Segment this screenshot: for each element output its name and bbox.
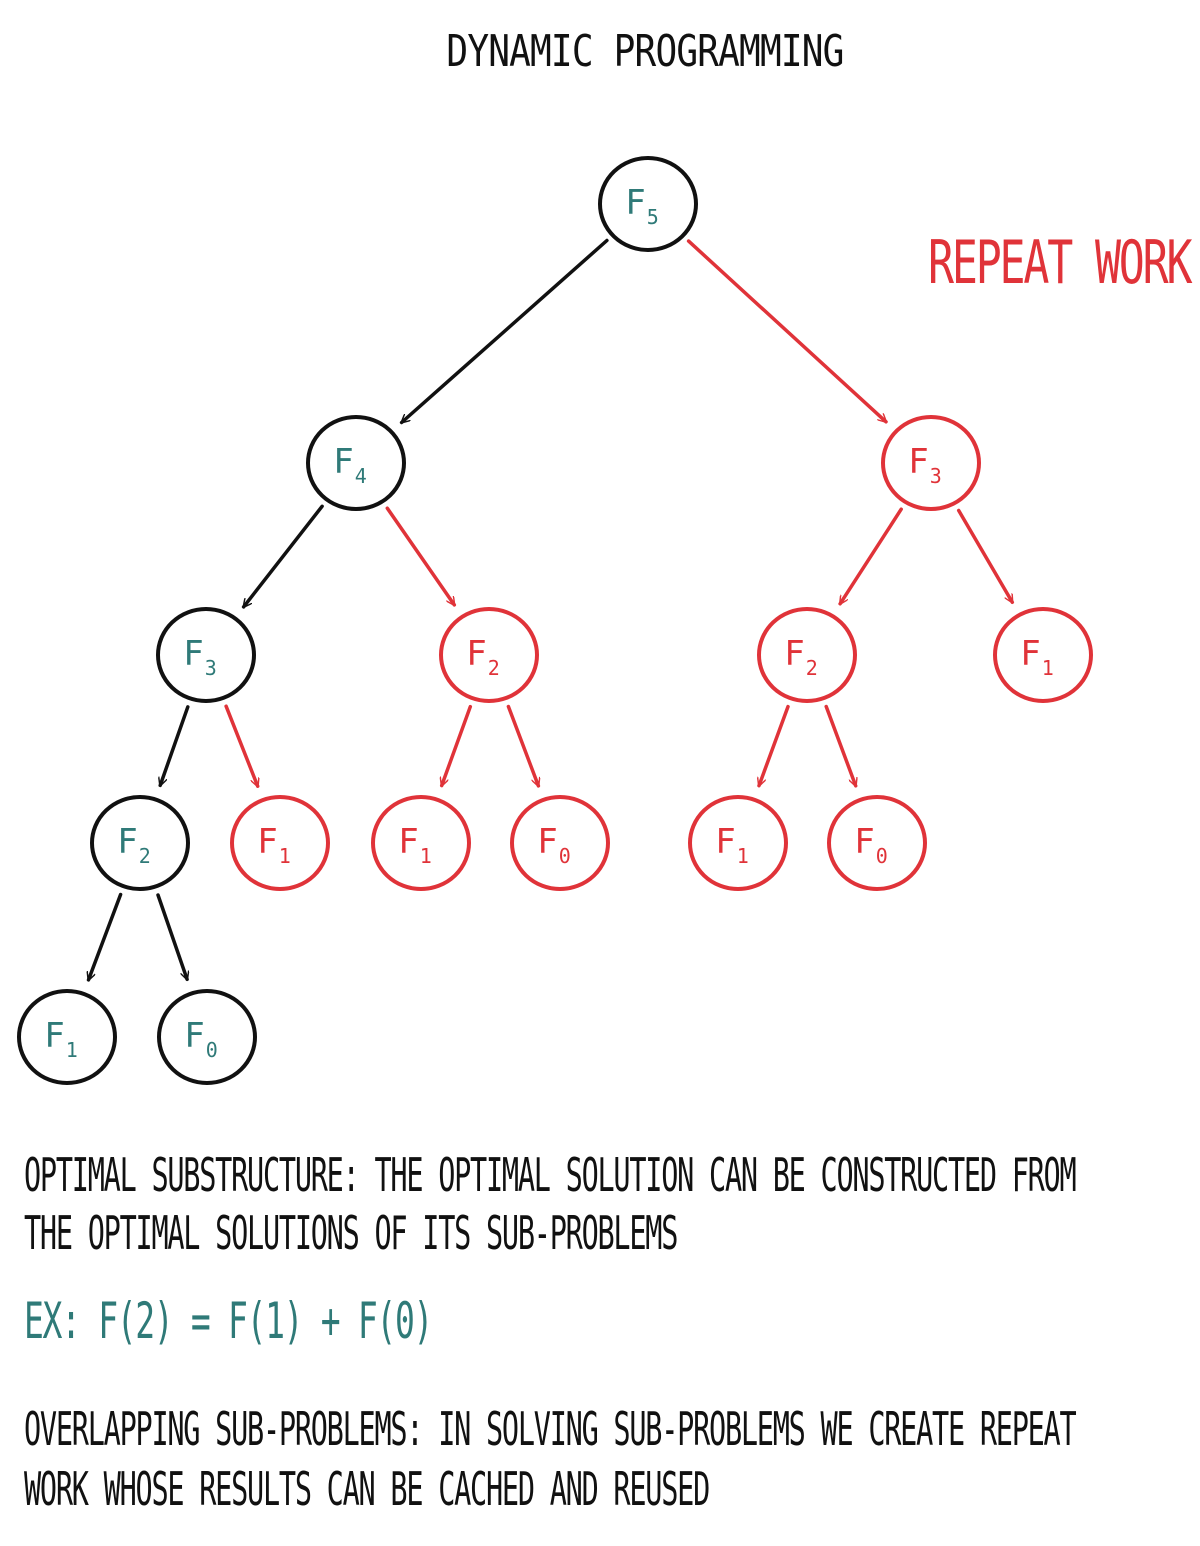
node-circle: [157, 989, 257, 1085]
node-subscript: 1: [279, 844, 291, 868]
edge-n8-n15: [156, 893, 187, 979]
node-subscript: 0: [876, 844, 888, 868]
edge-n3-n7: [956, 508, 1015, 603]
node-circle: [306, 415, 406, 511]
tree-node-n5: F2: [439, 607, 539, 703]
edge-layer: [89, 238, 1015, 980]
tree-node-n8: F2: [90, 795, 190, 891]
node-label: F2: [466, 634, 500, 680]
edge-n5-n10: [442, 704, 473, 786]
node-subscript: 3: [205, 656, 217, 680]
node-circle: [371, 795, 471, 891]
node-circle: [881, 415, 981, 511]
node-subscript: 2: [488, 656, 500, 680]
tree-node-n3: F3: [881, 415, 981, 511]
node-subscript: 3: [930, 464, 942, 488]
optimal-substructure-line-2: THE OPTIMAL SOLUTIONS OF ITS SUB-PROBLEM…: [24, 1206, 678, 1260]
edge-n5-n11: [506, 704, 538, 786]
edge-n1-n3: [686, 239, 886, 424]
diagram-title: DYNAMIC PROGRAMMING: [446, 26, 844, 77]
tree-node-n12: F1: [688, 795, 788, 891]
node-subscript: 2: [139, 844, 151, 868]
node-circle: [439, 607, 539, 703]
node-label: F3: [908, 442, 942, 488]
node-circle: [598, 156, 698, 252]
edge-n2-n5: [385, 506, 457, 605]
tree-node-n4: F3: [156, 607, 256, 703]
node-circle: [156, 607, 256, 703]
node-circle: [827, 795, 927, 891]
tree-node-n14: F1: [17, 989, 117, 1085]
node-circle: [90, 795, 190, 891]
node-label: F0: [537, 822, 571, 868]
overlapping-subproblems-line-2: WORK WHOSE RESULTS CAN BE CACHED AND REU…: [24, 1462, 710, 1516]
edge-n1-n2: [402, 238, 609, 425]
tree-node-n6: F2: [757, 607, 857, 703]
node-subscript: 0: [559, 844, 571, 868]
edge-n2-n4: [241, 504, 324, 607]
tree-node-n7: F1: [993, 607, 1093, 703]
edge-n4-n8: [160, 705, 190, 786]
node-subscript: 1: [1042, 656, 1054, 680]
node-circle: [510, 795, 610, 891]
tree-node-n15: F0: [157, 989, 257, 1085]
tree-node-n10: F1: [371, 795, 471, 891]
tree-node-n11: F0: [510, 795, 610, 891]
example-formula: EX: F(2) = F(1) + F(0): [24, 1292, 433, 1350]
overlapping-subproblems-line-1: OVERLAPPING SUB-PROBLEMS: IN SOLVING SUB…: [24, 1402, 1077, 1456]
node-subscript: 1: [420, 844, 432, 868]
node-circle: [17, 989, 117, 1085]
edge-n3-n6: [838, 507, 903, 604]
edge-n6-n12: [759, 704, 790, 786]
node-subscript: 0: [206, 1038, 218, 1062]
edge-n4-n9: [224, 704, 258, 786]
node-circle: [230, 795, 330, 891]
node-subscript: 2: [806, 656, 818, 680]
optimal-substructure-line-1: OPTIMAL SUBSTRUCTURE: THE OPTIMAL SOLUTI…: [24, 1148, 1077, 1202]
node-circle: [688, 795, 788, 891]
edge-n8-n14: [89, 892, 123, 980]
node-subscript: 5: [647, 205, 659, 229]
node-circle: [757, 607, 857, 703]
node-subscript: 4: [355, 464, 367, 488]
tree-node-n2: F4: [306, 415, 406, 511]
node-subscript: 1: [66, 1038, 78, 1062]
node-subscript: 1: [737, 844, 749, 868]
node-circle: [993, 607, 1093, 703]
tree-node-n1: F5: [598, 156, 698, 252]
tree-node-n13: F0: [827, 795, 927, 891]
edge-n6-n13: [824, 704, 856, 786]
tree-node-n9: F1: [230, 795, 330, 891]
